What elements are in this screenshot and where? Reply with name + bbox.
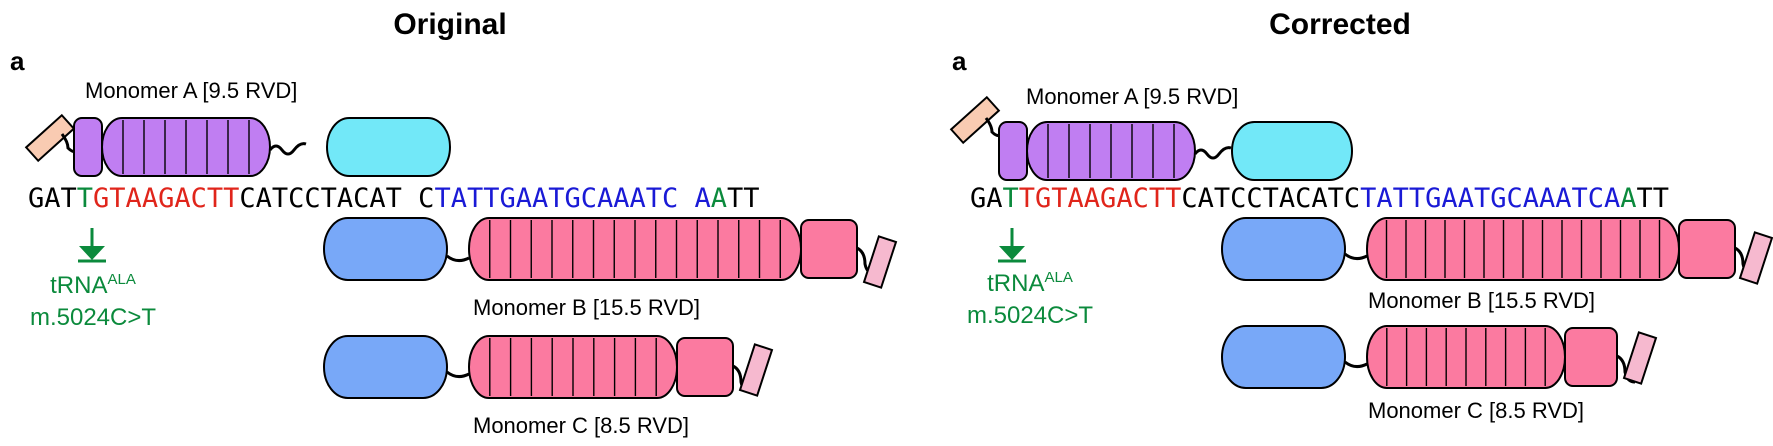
monomer-b-label-corrected: Monomer B [15.5 RVD]: [1368, 288, 1596, 313]
linker-wave: [446, 254, 470, 263]
pink-tag: [862, 235, 898, 289]
monomer-a-label-original: Monomer A [9.5 RVD]: [85, 78, 298, 103]
sequence-segment-red: TGTAAGACTT: [1018, 183, 1182, 214]
panel-letter-original: a: [10, 46, 25, 76]
linker-wave: [268, 142, 307, 156]
fok1-domain-blue-c: [1221, 325, 1346, 389]
trna-name: tRNA: [987, 270, 1045, 297]
fok1-domain-blue-b: [323, 217, 448, 281]
fok1-domain-cyan: [1231, 121, 1353, 181]
trna-label-corrected: tRNAALA m.5024C>T: [955, 262, 1105, 332]
pink-tag: [1622, 331, 1658, 385]
mutation-label: m.5024C>T: [966, 302, 1094, 329]
monomer-c-label-corrected: Monomer C [8.5 RVD]: [1368, 398, 1585, 423]
c-terminal-domain-b: [800, 219, 858, 279]
c-terminal-domain-c: [1564, 327, 1618, 387]
sequence-segment-black: GAT: [28, 183, 77, 214]
trna-superscript: ALA: [1044, 269, 1073, 286]
trna-superscript: ALA: [107, 271, 136, 288]
sequence-segment-black: CATCCTACAT C: [239, 183, 435, 214]
c-terminal-domain-c: [676, 337, 734, 397]
sequence-segment-black: CATCCTACATC: [1181, 183, 1361, 214]
pink-tag: [1738, 231, 1773, 285]
monomer-b-label-original: Monomer B [15.5 RVD]: [473, 295, 701, 320]
fok1-domain-blue-c: [323, 335, 448, 399]
linker-wave: [1344, 360, 1368, 369]
peach-tag: [949, 95, 1001, 145]
mutation-arrow-head: [79, 246, 105, 260]
linker-wave: [1193, 146, 1232, 160]
sequence-segment-green: T: [1002, 183, 1019, 214]
linker-wave: [1344, 252, 1368, 261]
sequence-segment-black: GA: [970, 183, 1003, 214]
c-terminal-domain-b: [1678, 219, 1736, 279]
n-terminal-domain-a: [73, 117, 103, 177]
peach-tag: [24, 113, 76, 163]
sequence-segment-red: GTAAGACTT: [93, 183, 240, 214]
dna-sequence-original: GATTGTAAGACTTCATCCTACAT CTATTGAATGCAAATC…: [28, 183, 760, 214]
dna-sequence-corrected: GATTGTAAGACTTCATCCTACATCTATTGAATGCAAATCA…: [970, 183, 1669, 214]
panel-title-corrected: Corrected: [1269, 8, 1411, 41]
panel-letter-corrected: a: [952, 46, 967, 76]
sequence-segment-green: A: [710, 183, 728, 214]
sequence-segment-green: T: [76, 183, 94, 214]
sequence-segment-green: A: [1620, 183, 1637, 214]
fok1-domain-cyan: [326, 117, 451, 177]
monomer-a-label-corrected: Monomer A [9.5 RVD]: [1026, 84, 1239, 109]
pink-tag: [738, 343, 774, 397]
mutation-arrow-head: [999, 246, 1025, 260]
sequence-segment-blue: TATTGAATGCAAATC A: [434, 183, 711, 214]
sequence-segment-blue: TATTGAATGCAAATCA: [1360, 183, 1621, 214]
panel-title-original: Original: [393, 8, 507, 41]
trna-label-original: tRNAALA m.5024C>T: [18, 264, 168, 334]
sequence-segment-black: TT: [727, 183, 760, 214]
monomer-c-label-original: Monomer C [8.5 RVD]: [473, 413, 690, 438]
mutation-label: m.5024C>T: [29, 304, 157, 331]
fok1-domain-blue-b: [1221, 217, 1346, 281]
n-terminal-domain-a: [998, 121, 1028, 181]
sequence-segment-black: TT: [1636, 183, 1670, 214]
linker-wave: [446, 370, 470, 379]
trna-name: tRNA: [50, 272, 108, 299]
